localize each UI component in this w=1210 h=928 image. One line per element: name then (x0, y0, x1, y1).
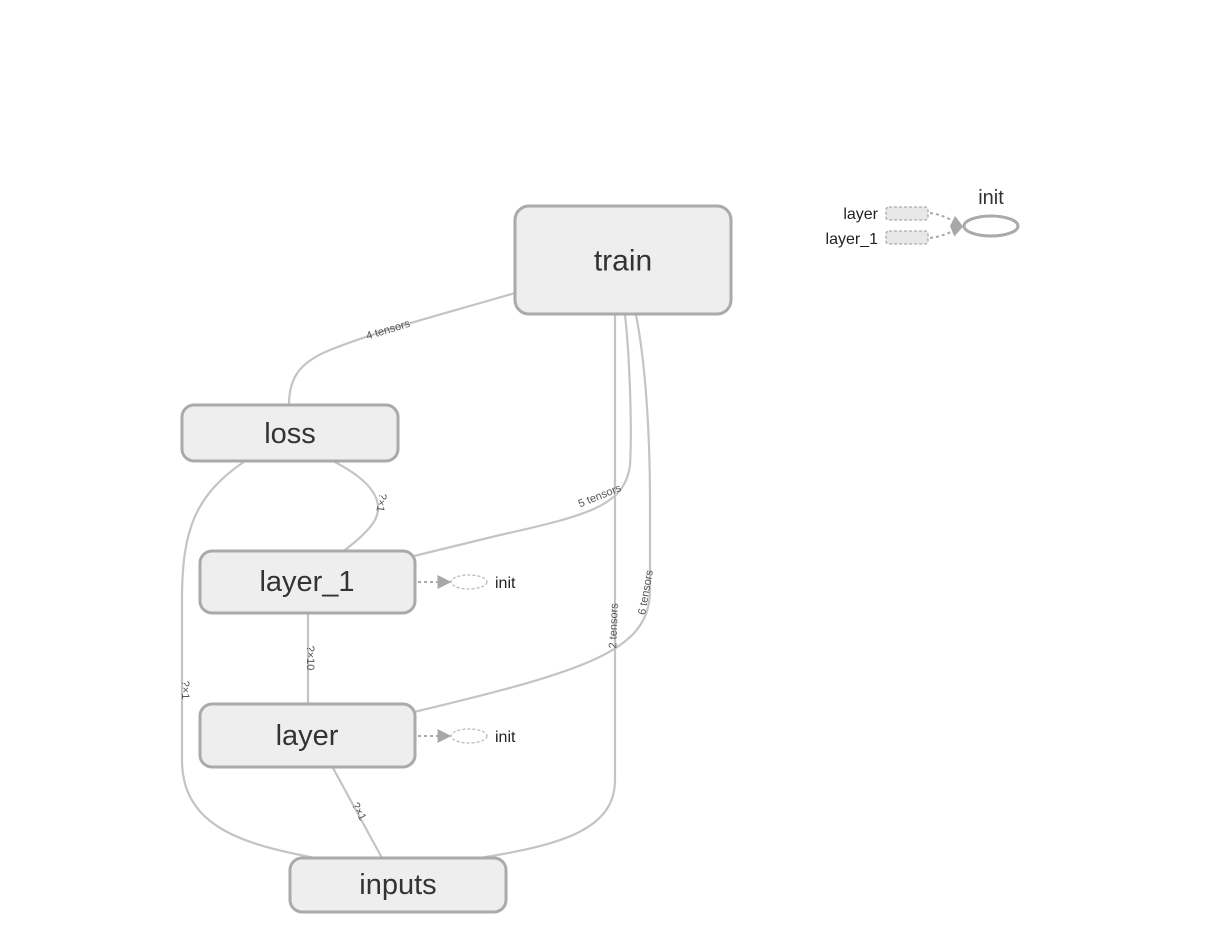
aux-init-label-layer: init (495, 729, 516, 746)
edge-label-train-inputs: 2 tensors (607, 603, 621, 649)
edge-layer-inputs[interactable] (332, 767, 383, 859)
ghost-node-layer[interactable] (885, 206, 929, 221)
init-node-label: init (978, 187, 1004, 209)
node-loss[interactable]: loss (180, 403, 400, 463)
edge-train-layer[interactable] (413, 314, 652, 714)
node-layer-1[interactable]: layer_1 (198, 549, 417, 615)
node-layer[interactable]: layer (198, 702, 417, 769)
ghost-init-node-layer-1[interactable] (450, 574, 488, 590)
ghost-node-layer-1[interactable] (885, 230, 929, 245)
edge-label-layer-inputs: ?×1 (349, 801, 368, 823)
node-loss-label: loss (264, 418, 316, 450)
init-input-label-layer: layer (843, 206, 878, 223)
control-edge-layer-1-to-init (929, 225, 964, 239)
init-group[interactable]: layer layer_1 init (826, 187, 1020, 248)
node-inputs[interactable]: inputs (288, 856, 508, 914)
edges (180, 291, 652, 860)
ghost-init-node-layer[interactable] (450, 728, 488, 744)
node-train[interactable]: train (513, 204, 733, 316)
aux-init-layer[interactable]: init (418, 728, 516, 746)
edge-train-loss[interactable] (287, 291, 516, 405)
edge-loss-layer-1[interactable] (332, 460, 380, 551)
edge-label-loss-inputs: ?×1 (179, 681, 191, 700)
init-input-label-layer-1: layer_1 (826, 231, 879, 248)
edge-label-train-loss: 4 tensors (365, 318, 412, 343)
aux-init-label-layer-1: init (495, 575, 516, 592)
aux-init-layer-1[interactable]: init (418, 574, 516, 592)
edge-train-inputs[interactable] (479, 315, 617, 860)
init-node[interactable] (962, 214, 1020, 238)
edge-train-layer-1[interactable] (413, 314, 632, 558)
edge-label-loss-layer-1: ?×1 (373, 492, 388, 512)
node-inputs-label: inputs (359, 869, 436, 901)
node-layer-1-label: layer_1 (259, 566, 354, 598)
edge-label-layer-1-layer: ?×10 (304, 646, 316, 671)
node-train-label: train (594, 245, 652, 278)
edge-loss-inputs[interactable] (180, 460, 316, 860)
control-edge-layer-to-init (929, 212, 964, 227)
node-layer-label: layer (276, 720, 339, 752)
edge-label-train-layer: 6 tensors (636, 569, 656, 616)
